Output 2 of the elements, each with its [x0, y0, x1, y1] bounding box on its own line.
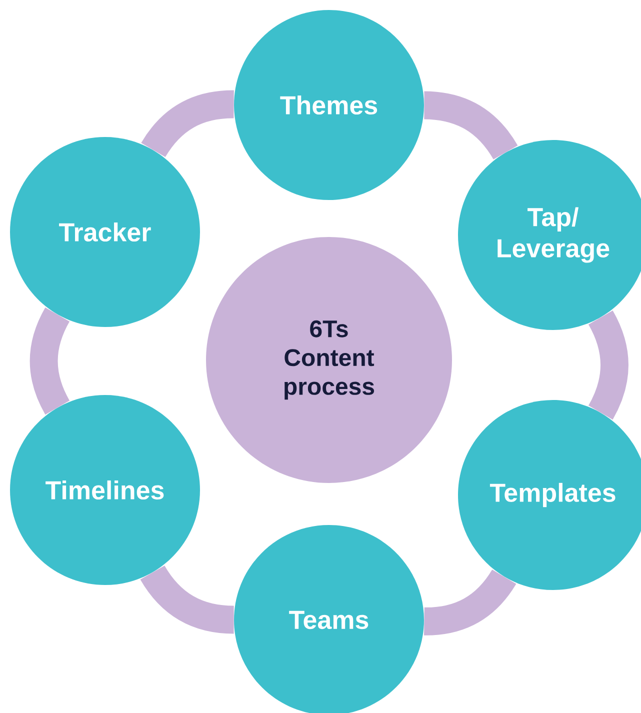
ring-segment: [30, 308, 70, 414]
ring-segment: [588, 310, 628, 420]
